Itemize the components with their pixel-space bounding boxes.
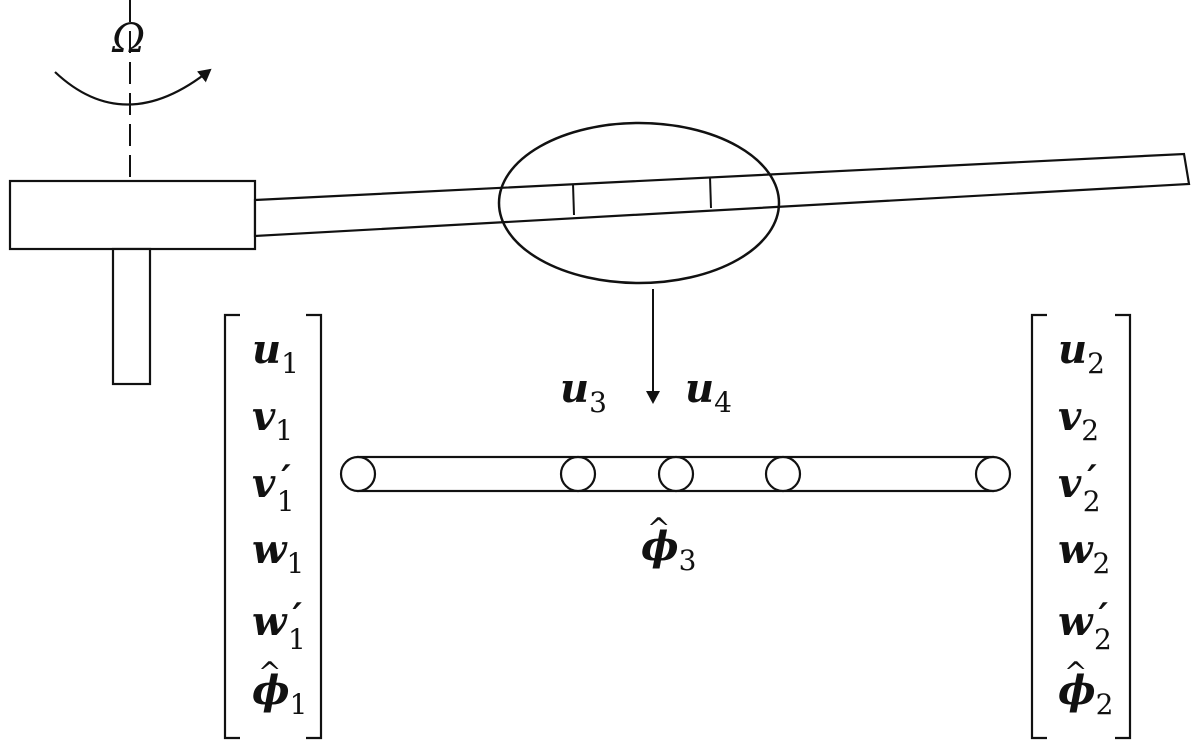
svg-text:ϕ3: ϕ3 — [641, 523, 696, 577]
node-interior-3 — [764, 455, 802, 493]
node1-dof-4: w1 — [252, 526, 304, 580]
node1-dof-5: w′1 — [252, 596, 306, 656]
label-u3: u3 — [560, 365, 607, 419]
node1-dof-6: ^ϕ1 — [252, 656, 307, 721]
node-1 — [339, 455, 377, 493]
node-interior-2 — [657, 455, 695, 493]
blade — [253, 152, 1191, 238]
node2-dof-6-hat: ^ — [1064, 656, 1087, 689]
node1-dof-2: v1 — [252, 393, 293, 447]
omega-label: Ω — [111, 16, 145, 62]
shaft — [111, 247, 152, 386]
hub — [8, 179, 257, 251]
element-boundary-right — [709, 176, 712, 209]
node2-dof-vector: u2 v2 v′2 w2 w′2^ϕ2 — [1058, 326, 1113, 721]
label-phi3: ^ ϕ3 — [641, 512, 696, 577]
right-vector-bracket-open — [1030, 313, 1047, 740]
label-u4: u4 — [685, 365, 732, 419]
node1-dof-5-text: w′1 — [252, 596, 306, 656]
node1-dof-1-text: u1 — [252, 326, 299, 380]
node1-dof-4-text: w1 — [252, 526, 304, 580]
node2-dof-6-text: ϕ2 — [1058, 667, 1113, 721]
node2-dof-5: w′2 — [1058, 596, 1112, 656]
node2-dof-6: ^ϕ2 — [1058, 656, 1113, 721]
callout-ellipse — [497, 121, 781, 285]
node1-dof-6-text: ϕ1 — [252, 667, 307, 721]
node2-dof-2-text: v2 — [1058, 393, 1099, 447]
node2-dof-1-text: u2 — [1058, 326, 1105, 380]
node-interior-1 — [559, 455, 597, 493]
left-vector-bracket-open — [223, 313, 240, 740]
node2-dof-4: w2 — [1058, 526, 1110, 580]
node1-dof-3: v′1 — [252, 458, 295, 518]
element-boundary-left — [572, 183, 575, 216]
right-vector-bracket-close — [1115, 313, 1132, 740]
node2-dof-5-text: w′2 — [1058, 596, 1112, 656]
svg-text:^: ^ — [647, 512, 670, 545]
node1-dof-2-text: v1 — [252, 393, 293, 447]
node1-dof-vector: u1 v1 v′1 w1 w′1^ϕ1 — [252, 326, 307, 721]
node-2 — [974, 455, 1012, 493]
node2-dof-1: u2 — [1058, 326, 1105, 380]
node2-dof-3-text: v′2 — [1058, 458, 1101, 518]
node1-dof-3-text: v′1 — [252, 458, 295, 518]
node2-dof-4-text: w2 — [1058, 526, 1110, 580]
rotation-arrow — [54, 68, 212, 106]
node2-dof-2: v2 — [1058, 393, 1099, 447]
node2-dof-3: v′2 — [1058, 458, 1101, 518]
left-vector-bracket-close — [306, 313, 323, 740]
node1-dof-1: u1 — [252, 326, 299, 380]
node1-dof-6-hat: ^ — [258, 656, 281, 689]
